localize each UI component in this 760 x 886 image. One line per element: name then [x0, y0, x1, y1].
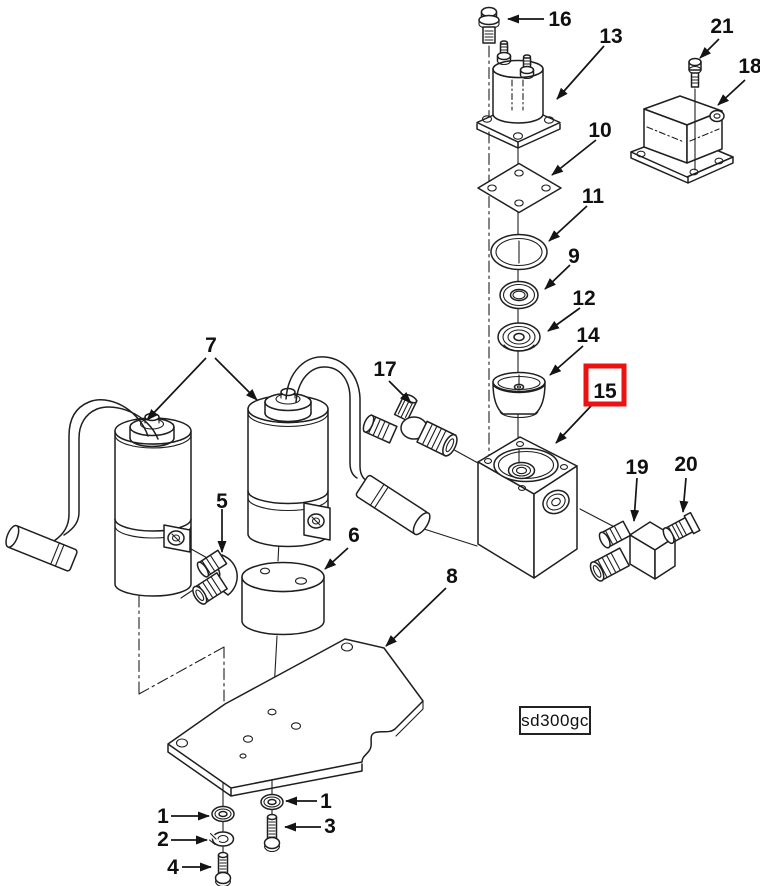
callout-6: 6 [348, 524, 360, 547]
leader-19 [630, 477, 640, 522]
callout-5: 5 [216, 490, 228, 513]
callout-18: 18 [738, 55, 760, 78]
part-control-box [630, 95, 734, 184]
part-lock-washer [208, 831, 235, 847]
part-cap-cylinder [241, 561, 325, 636]
part-screw-21 [688, 57, 702, 171]
leader-10 [551, 139, 597, 176]
callout-9: 9 [568, 245, 580, 268]
callout-10: 10 [588, 119, 611, 142]
callout-15: 15 [593, 380, 617, 403]
leader-15 [555, 405, 592, 444]
part-grooved-disc [497, 322, 541, 352]
leader-20 [679, 477, 689, 513]
part-plug [662, 511, 701, 545]
callout-19: 19 [625, 456, 648, 479]
part-bolt-16 [478, 6, 500, 44]
part-port-block-fitting [589, 520, 676, 582]
part-solenoid-valve-right [247, 356, 431, 548]
leader-6 [324, 547, 349, 570]
part-elbow-fitting [192, 549, 238, 605]
callout-21: 21 [710, 15, 734, 38]
part-diaphragm-cup [492, 371, 546, 419]
leader-11 [548, 205, 588, 242]
callout-12: 12 [572, 287, 595, 310]
part-gasket [477, 162, 562, 214]
callout-1-right: 1 [320, 790, 332, 813]
leader-8 [385, 587, 447, 647]
leader-7a [146, 357, 207, 421]
part-washer-left [211, 805, 235, 823]
callout-20: 20 [674, 453, 697, 476]
leader-9 [544, 264, 571, 290]
callout-7: 7 [205, 334, 217, 357]
part-seal-washer [499, 280, 539, 310]
leader-7b [214, 357, 258, 401]
part-screw-right [263, 813, 281, 852]
callout-13: 13 [599, 25, 622, 48]
leader-18 [717, 79, 746, 106]
callout-14: 14 [576, 324, 600, 347]
leader-14 [549, 345, 584, 376]
part-solenoid-valve-left [5, 399, 192, 597]
callout-17: 17 [373, 358, 396, 381]
callout-3: 3 [324, 815, 336, 838]
callout-8: 8 [446, 565, 458, 588]
callout-2: 2 [157, 828, 169, 851]
part-solenoid-switch [476, 40, 561, 149]
part-mounting-plate [167, 638, 424, 797]
callout-1-left: 1 [157, 805, 169, 828]
leader-21 [699, 38, 720, 59]
leader-12 [547, 307, 581, 332]
leader-13 [556, 45, 605, 100]
leader-lines [146, 14, 746, 872]
callout-4: 4 [167, 856, 179, 879]
highlight-box [583, 363, 627, 407]
part-valve-block [477, 436, 578, 579]
leader-17 [388, 380, 412, 404]
figure-code-box: sd300gc [519, 706, 591, 735]
callout-labels: 16 13 21 18 10 11 9 12 14 15 17 7 5 6 19… [157, 8, 760, 879]
callout-11: 11 [582, 185, 605, 208]
callout-16: 16 [548, 8, 571, 31]
part-o-ring [490, 233, 548, 271]
part-washer-right [260, 793, 284, 811]
part-screw-left [214, 851, 232, 886]
figure-code-label: sd300gc [521, 711, 589, 730]
